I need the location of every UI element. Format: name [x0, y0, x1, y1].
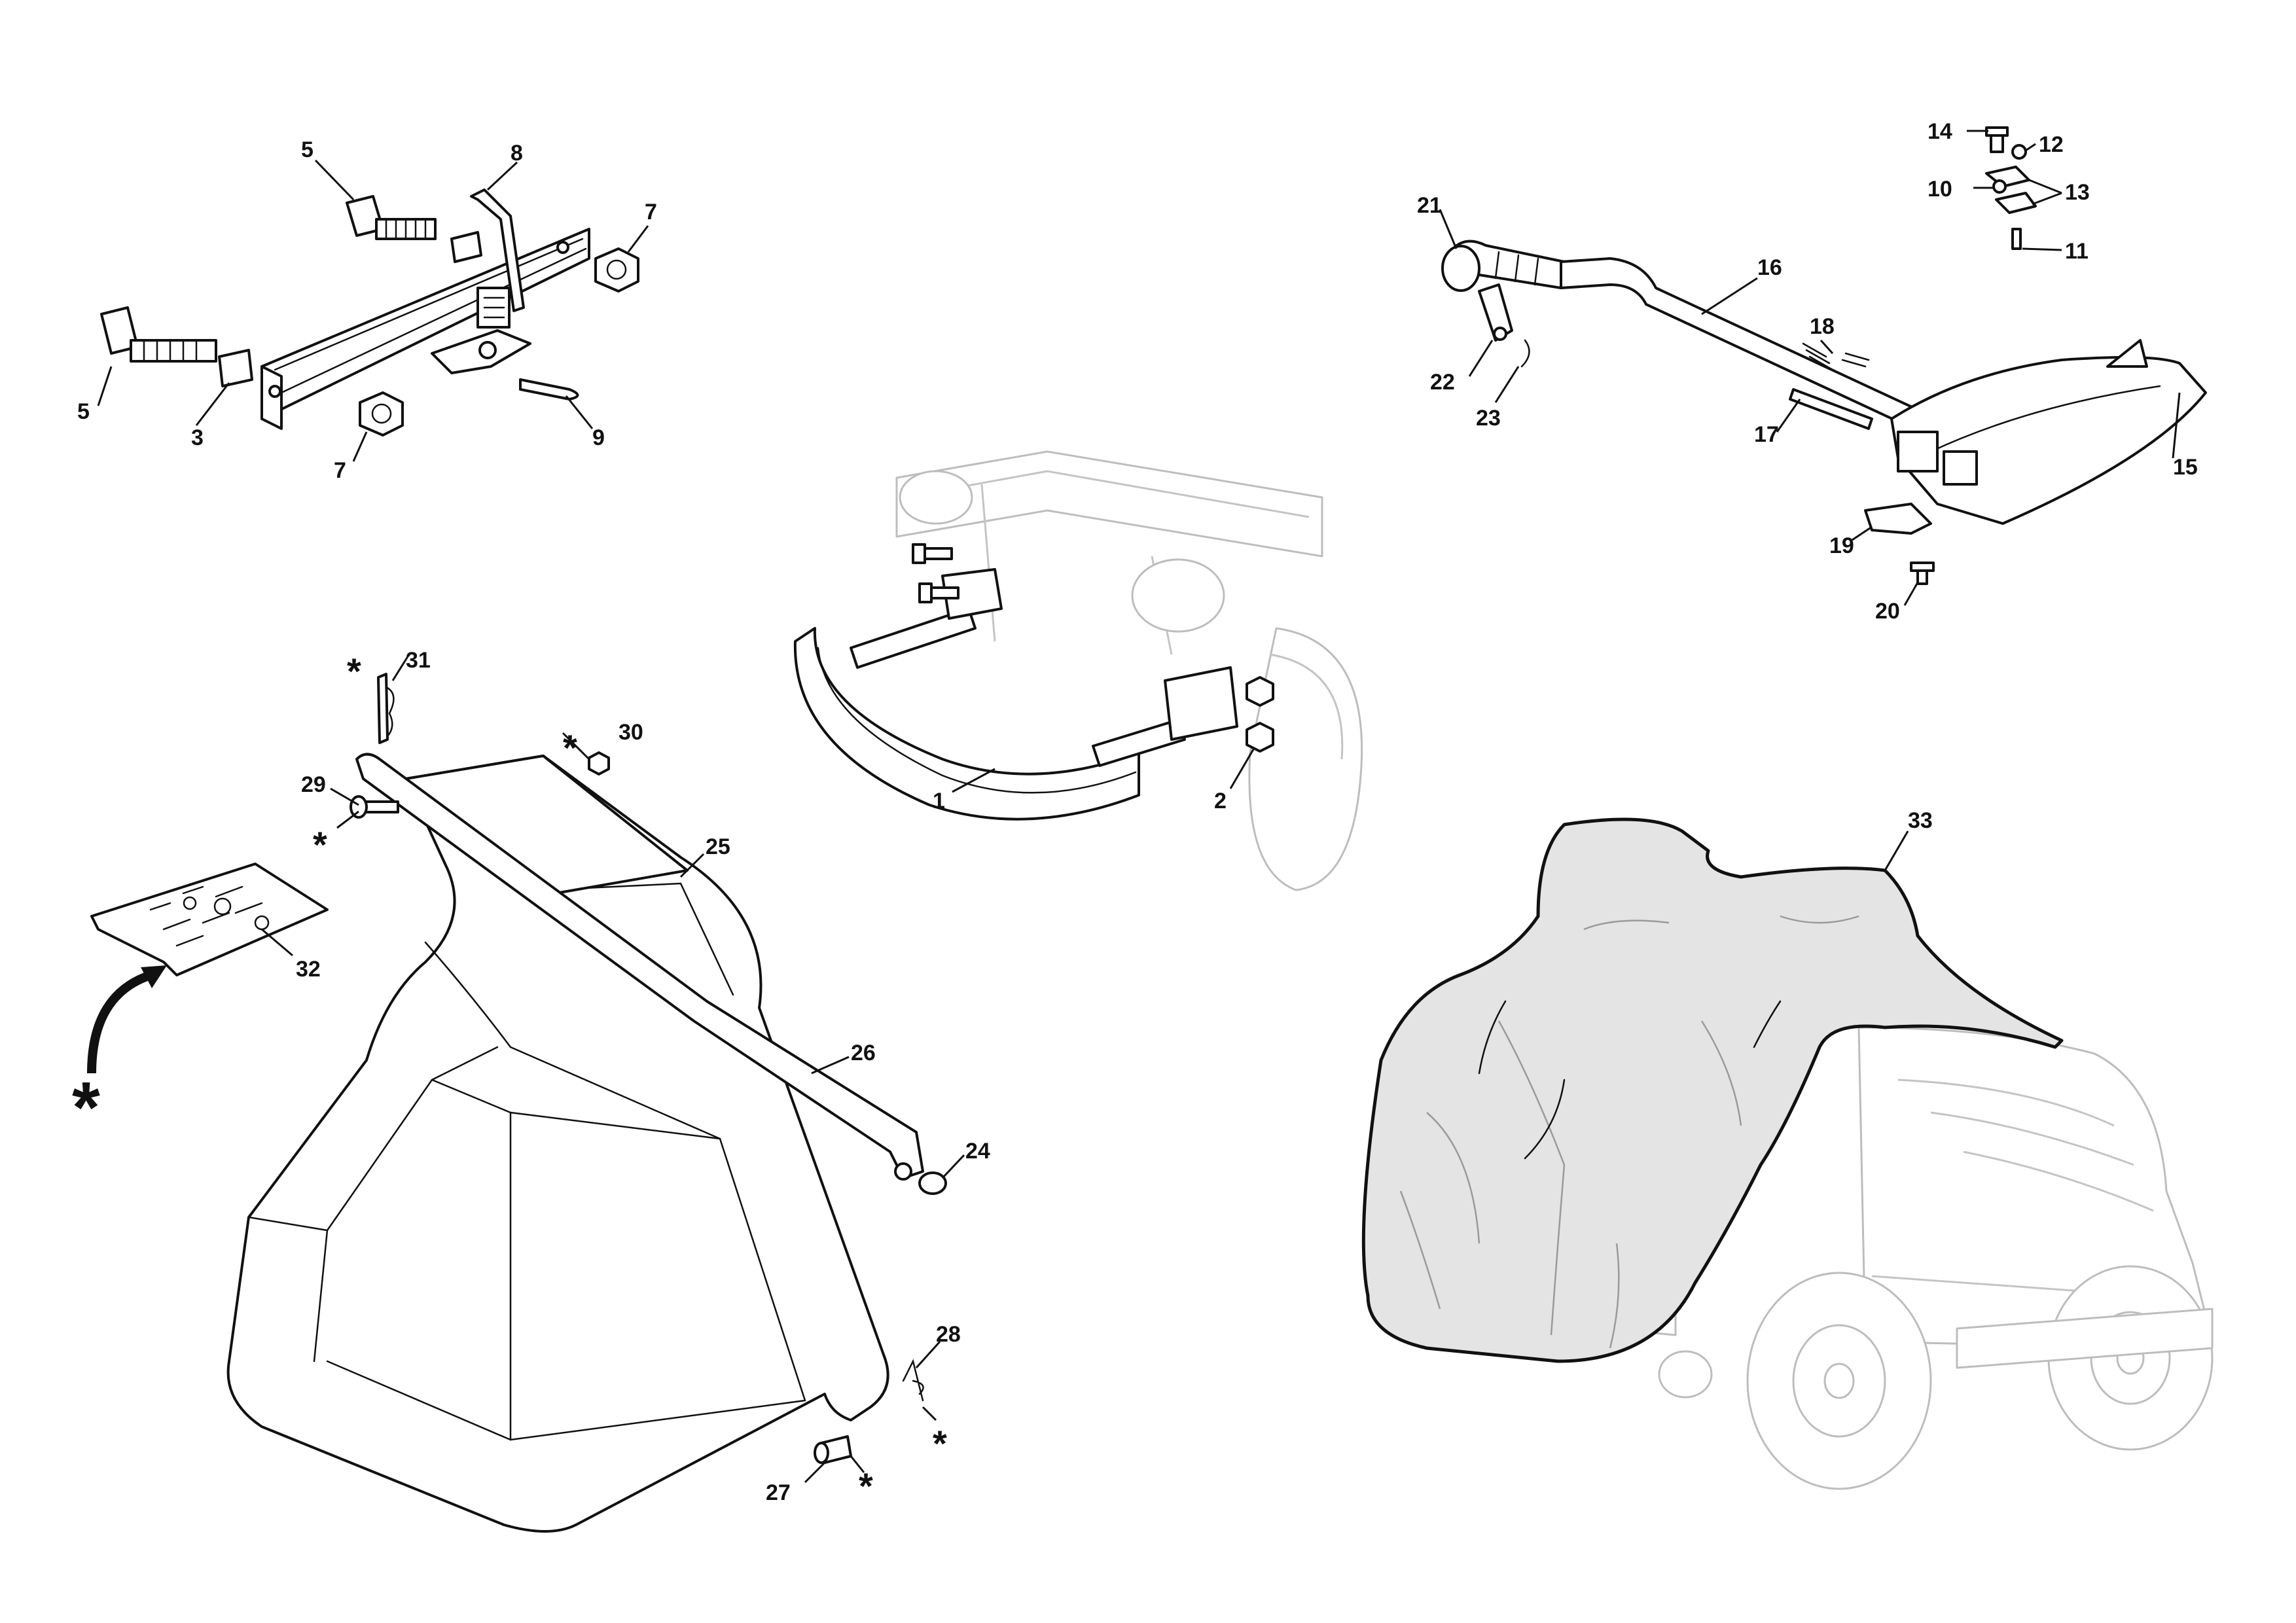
callout-7-right: 7: [645, 200, 657, 224]
callout-8: 8: [511, 141, 523, 166]
callout-27: 27: [766, 1480, 791, 1505]
callout-31: 31: [406, 648, 431, 673]
callout-7-bottom: 7: [334, 458, 346, 483]
callout-9: 9: [592, 425, 605, 450]
callout-18: 18: [1810, 314, 1835, 339]
callout-2: 2: [1214, 789, 1227, 813]
callout-labels: 1 2 3 5 5 7 7 8 9 10 11 12 13 14 15 16 1…: [77, 119, 2198, 1505]
asterisk-marker: *: [347, 651, 361, 692]
callout-33: 33: [1908, 808, 1933, 833]
grass-collector-assembly: [87, 673, 947, 1533]
callout-17: 17: [1754, 422, 1779, 447]
tow-bar-assembly: [100, 188, 639, 437]
callout-3: 3: [191, 425, 204, 450]
callout-12: 12: [2039, 132, 2064, 157]
callout-25: 25: [706, 834, 730, 859]
callout-5-top: 5: [301, 137, 314, 162]
asterisk-markers: * * * * * *: [72, 651, 947, 1507]
callout-21: 21: [1417, 193, 1442, 218]
callout-5-left: 5: [77, 399, 90, 424]
callout-11: 11: [2065, 239, 2089, 264]
bumper-assembly: [793, 450, 1363, 891]
callout-14: 14: [1928, 119, 1952, 144]
callout-1: 1: [933, 789, 945, 813]
leader-lines: [97, 130, 2181, 1484]
callout-16: 16: [1757, 255, 1782, 280]
callout-28: 28: [936, 1322, 961, 1347]
asterisk-marker: *: [859, 1465, 873, 1507]
asterisk-marker-large: *: [72, 1067, 100, 1148]
asterisk-marker: *: [563, 727, 577, 768]
callout-20: 20: [1875, 599, 1900, 624]
callout-19: 19: [1829, 533, 1854, 558]
callout-32: 32: [296, 957, 321, 982]
asterisk-marker: *: [313, 824, 327, 865]
collector-handle-assembly: [1441, 126, 2207, 585]
callout-15: 15: [2173, 455, 2198, 480]
callout-13: 13: [2065, 180, 2090, 205]
callout-26: 26: [851, 1041, 876, 1065]
callout-22: 22: [1430, 370, 1455, 395]
callout-29: 29: [301, 772, 326, 797]
callout-24: 24: [965, 1139, 990, 1164]
asterisk-marker: *: [933, 1423, 947, 1464]
callout-10: 10: [1928, 177, 1952, 202]
tractor-cover-assembly: [1361, 817, 2214, 1490]
callout-30: 30: [619, 720, 643, 745]
callout-23: 23: [1476, 406, 1501, 431]
